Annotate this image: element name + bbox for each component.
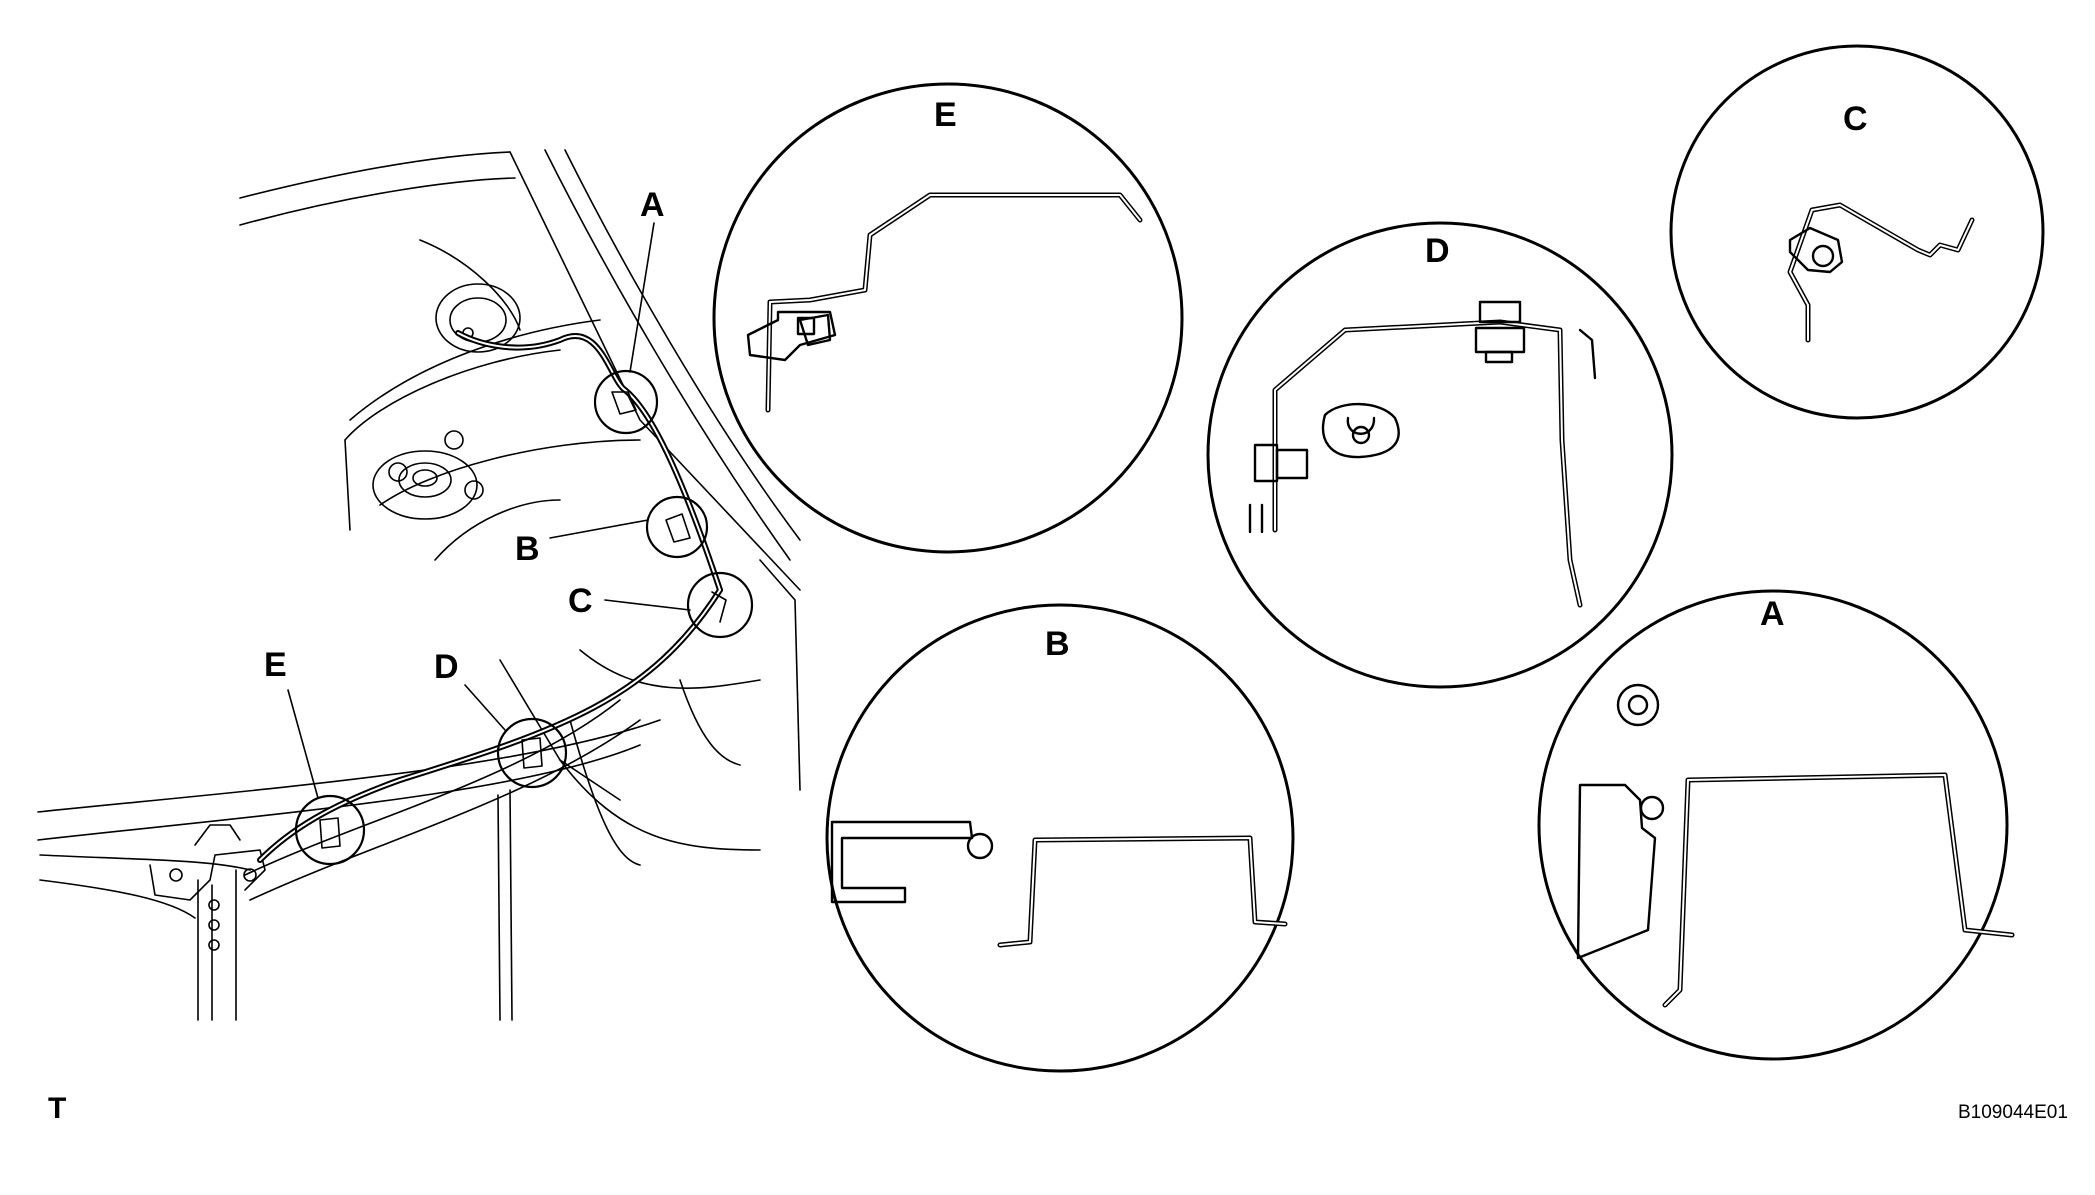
- detail-b-label: B: [1045, 625, 1070, 663]
- callout-a-label: A: [640, 186, 665, 224]
- callout-d-label: D: [434, 648, 459, 686]
- detail-c: C: [1669, 44, 2045, 420]
- engine-compartment-overview: A B C D E: [37, 149, 801, 1021]
- detail-a: A: [1537, 589, 2015, 1061]
- detail-c-label: C: [1843, 100, 1868, 138]
- view-letter: T: [48, 1092, 66, 1125]
- figure-code: B109044E01: [1958, 1102, 2068, 1123]
- detail-e-label: E: [934, 96, 957, 134]
- detail-b: B: [825, 603, 1295, 1073]
- callout-c-label: C: [568, 582, 593, 620]
- callout-b-label: B: [515, 530, 540, 568]
- callout-e-label: E: [264, 646, 287, 684]
- detail-d: D: [1206, 221, 1674, 689]
- detail-a-label: A: [1760, 595, 1785, 633]
- detail-d-label: D: [1425, 232, 1450, 270]
- detail-e: E: [712, 82, 1184, 554]
